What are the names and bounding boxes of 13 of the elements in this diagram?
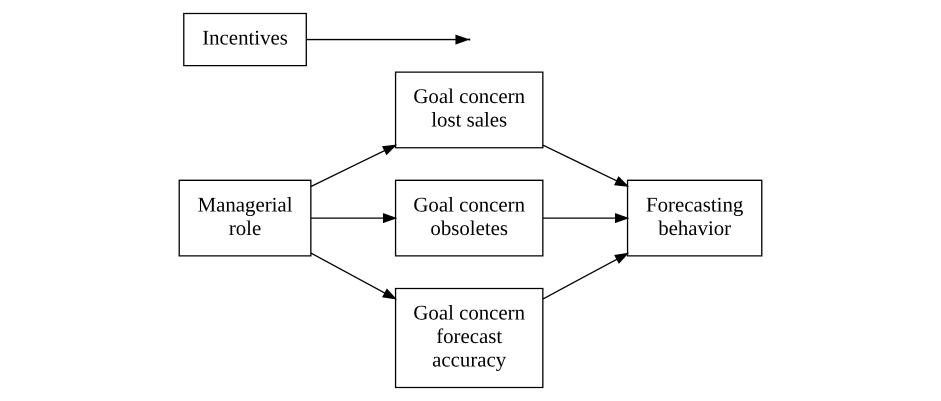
node-box: Goal concern lost sales [394, 71, 544, 148]
arrow [542, 252, 630, 300]
arrow [310, 252, 398, 300]
arrow [310, 144, 398, 188]
node-box: Goal concern obsoletes [394, 180, 544, 257]
arrow [306, 34, 470, 45]
node-box: Incentives [183, 12, 307, 66]
node-box: Forecasting behavior [626, 180, 762, 257]
node-box: Managerial role [178, 180, 312, 257]
arrow [311, 213, 398, 224]
node-box: Goal concern forecast accuracy [394, 288, 544, 388]
arrow [542, 213, 630, 224]
arrow [542, 144, 630, 187]
